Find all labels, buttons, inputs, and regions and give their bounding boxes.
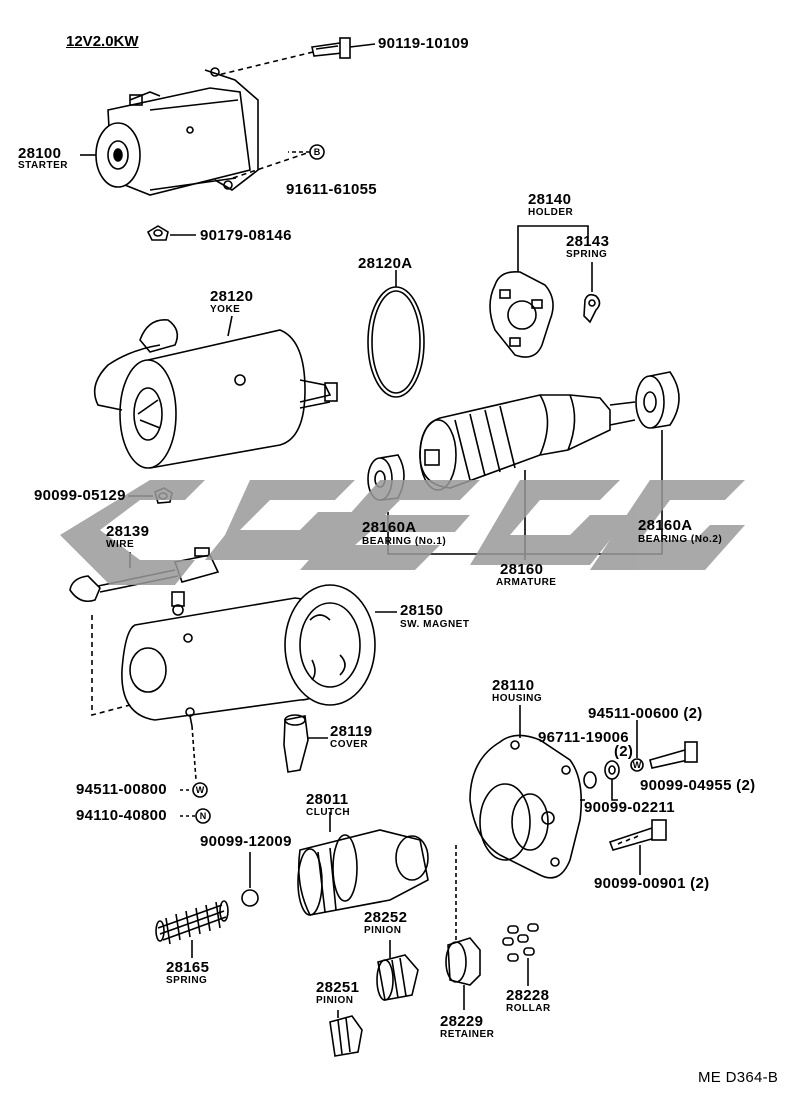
starter-assembly xyxy=(95,67,259,196)
part-number-28160: 28160 xyxy=(500,561,544,578)
part-name-starter: STARTER xyxy=(18,160,68,171)
spring-28165 xyxy=(155,900,229,945)
yoke xyxy=(93,319,338,469)
part-name-pinion-28252: PINION xyxy=(364,925,402,936)
symbol-n: N xyxy=(200,811,207,821)
part-name-bearing-no2: BEARING (No.2) xyxy=(638,534,723,545)
part-number-94511-00600: 94511-00600 (2) xyxy=(588,705,703,722)
washer-w2-icon xyxy=(630,758,644,772)
part-number-28110: 28110 xyxy=(492,677,535,694)
switch-magnet xyxy=(121,584,376,727)
part-name-armature: ARMATURE xyxy=(496,577,557,588)
retainer xyxy=(445,937,481,986)
part-number-28011: 28011 xyxy=(306,791,349,808)
bolt-90099-00901 xyxy=(608,819,667,851)
part-name-clutch: CLUTCH xyxy=(306,807,351,818)
o-ring xyxy=(367,286,425,398)
part-name-yoke: YOKE xyxy=(210,304,241,315)
bearing-no2 xyxy=(635,371,680,429)
brush-holder xyxy=(489,270,554,358)
part-name-bearing-no1: BEARING (No.1) xyxy=(362,536,447,547)
part-name-spring-28165: SPRING xyxy=(166,975,208,986)
small-o-ring xyxy=(583,771,597,789)
part-name-sw-magnet: SW. MAGNET xyxy=(400,619,470,630)
part-number-94511-00800: 94511-00800 xyxy=(76,781,167,798)
part-number-96711-19006: 96711-19006 xyxy=(538,729,629,746)
part-number-28160a-no2: 28160A xyxy=(638,517,693,534)
symbol-w2: W xyxy=(633,760,642,770)
part-number-28228: 28228 xyxy=(506,987,550,1004)
washer-90099-02211 xyxy=(604,760,620,780)
part-name-wire: WIRE xyxy=(106,539,135,550)
part-number-28119: 28119 xyxy=(330,723,373,740)
nut-n-icon xyxy=(195,808,211,824)
part-number-90099-00901: 90099-00901 (2) xyxy=(594,875,710,892)
part-name-housing: HOUSING xyxy=(492,693,543,704)
cover xyxy=(283,714,309,773)
part-number-28100: 28100 xyxy=(18,145,62,162)
part-name-pinion-28251: PINION xyxy=(316,995,354,1006)
part-number-28143: 28143 xyxy=(566,233,610,250)
washer-w-icon xyxy=(192,782,208,798)
bolt-90119-10109 xyxy=(311,37,351,59)
part-number-28139: 28139 xyxy=(106,523,150,540)
part-name-retainer: RETAINER xyxy=(440,1029,495,1040)
pinion-28252 xyxy=(376,954,419,1001)
part-number-28140: 28140 xyxy=(528,191,572,208)
part-name-cover: COVER xyxy=(330,739,369,750)
part-number-28229: 28229 xyxy=(440,1013,484,1030)
part-name-spring-28143: SPRING xyxy=(566,249,608,260)
clutch xyxy=(297,829,429,916)
part-number-91611-61055: 91611-61055 xyxy=(286,181,377,198)
symbol-w: W xyxy=(196,785,205,795)
armature xyxy=(419,394,636,491)
part-number-90099-04955: 90099-04955 (2) xyxy=(640,777,756,794)
part-number-28120: 28120 xyxy=(210,288,254,305)
nut-90179-08146 xyxy=(146,225,169,241)
watermark-logo xyxy=(60,480,745,585)
part-number-28251: 28251 xyxy=(316,979,360,996)
part-number-90179-08146: 90179-08146 xyxy=(200,227,292,244)
part-number-28160a-no1: 28160A xyxy=(362,519,417,536)
part-number-28120a: 28120A xyxy=(358,255,413,272)
part-number-90119-10109: 90119-10109 xyxy=(378,35,469,52)
part-number-90099-02211: 90099-02211 xyxy=(584,799,675,816)
part-number-90099-12009: 90099-12009 xyxy=(200,833,292,850)
part-name-rollar: ROLLAR xyxy=(506,1003,551,1014)
diagram-code: ME D364-B xyxy=(698,1069,779,1086)
brush-spring xyxy=(583,293,601,324)
rollers xyxy=(502,923,539,962)
pinion-28251 xyxy=(329,1015,363,1057)
part-number-28165: 28165 xyxy=(166,959,210,976)
housing xyxy=(469,734,583,879)
part-qty-96711: (2) xyxy=(614,743,634,760)
part-name-holder: HOLDER xyxy=(528,207,574,218)
bolt-90099-04955 xyxy=(649,741,698,769)
part-number-28150: 28150 xyxy=(400,602,444,619)
part-number-28252: 28252 xyxy=(364,909,408,926)
part-number-90099-05129: 90099-05129 xyxy=(34,487,126,504)
part-number-94110-40800: 94110-40800 xyxy=(76,807,167,824)
symbol-b: B xyxy=(314,147,321,157)
spec-label: 12V2.0KW xyxy=(66,33,139,50)
steel-ball xyxy=(241,889,259,907)
